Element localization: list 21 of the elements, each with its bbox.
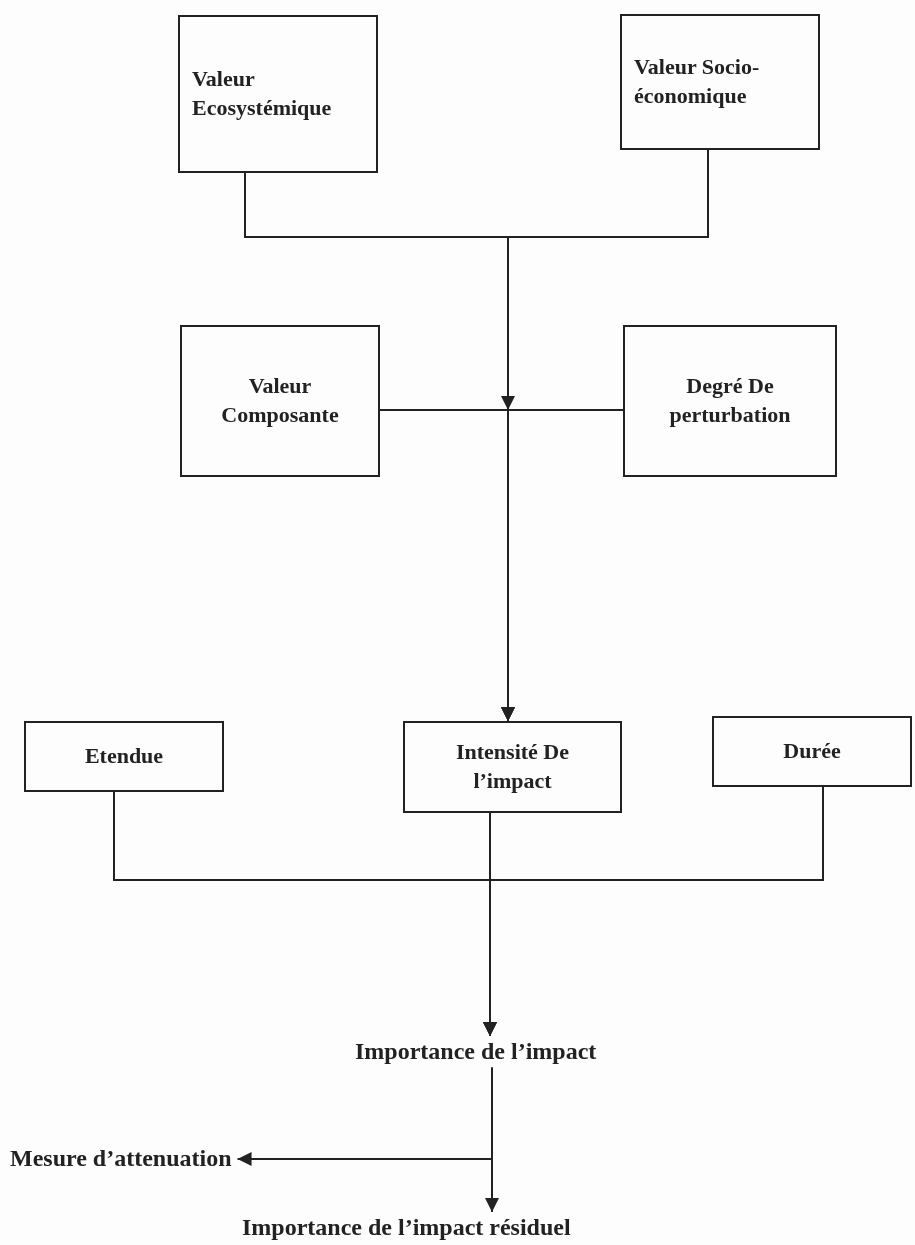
process-box	[180, 325, 380, 477]
box-label: Valeur Socio-économique	[634, 53, 761, 110]
box-label: Etendue	[83, 742, 165, 771]
flow-label: Importance de l’impact résiduel	[242, 1214, 571, 1240]
box-label: Valeur Composante	[220, 372, 340, 429]
box-label: Durée	[782, 737, 842, 766]
process-box	[178, 15, 378, 173]
arrow	[483, 786, 824, 1037]
flow-label: Mesure d’attenuation	[10, 1145, 232, 1171]
process-box	[403, 721, 622, 813]
arrow	[501, 236, 515, 411]
process-box	[623, 325, 837, 477]
process-box	[24, 721, 224, 792]
flow-label: Importance de l’impact	[355, 1038, 597, 1064]
box-label: Intensité De l’impact	[454, 738, 570, 795]
box-label: Degré De perturbation	[668, 372, 792, 429]
arrow	[485, 1066, 499, 1213]
process-box	[712, 716, 912, 787]
arrow	[501, 409, 624, 722]
process-box	[620, 14, 820, 150]
box-label: Valeur Ecosystémique	[192, 65, 333, 122]
